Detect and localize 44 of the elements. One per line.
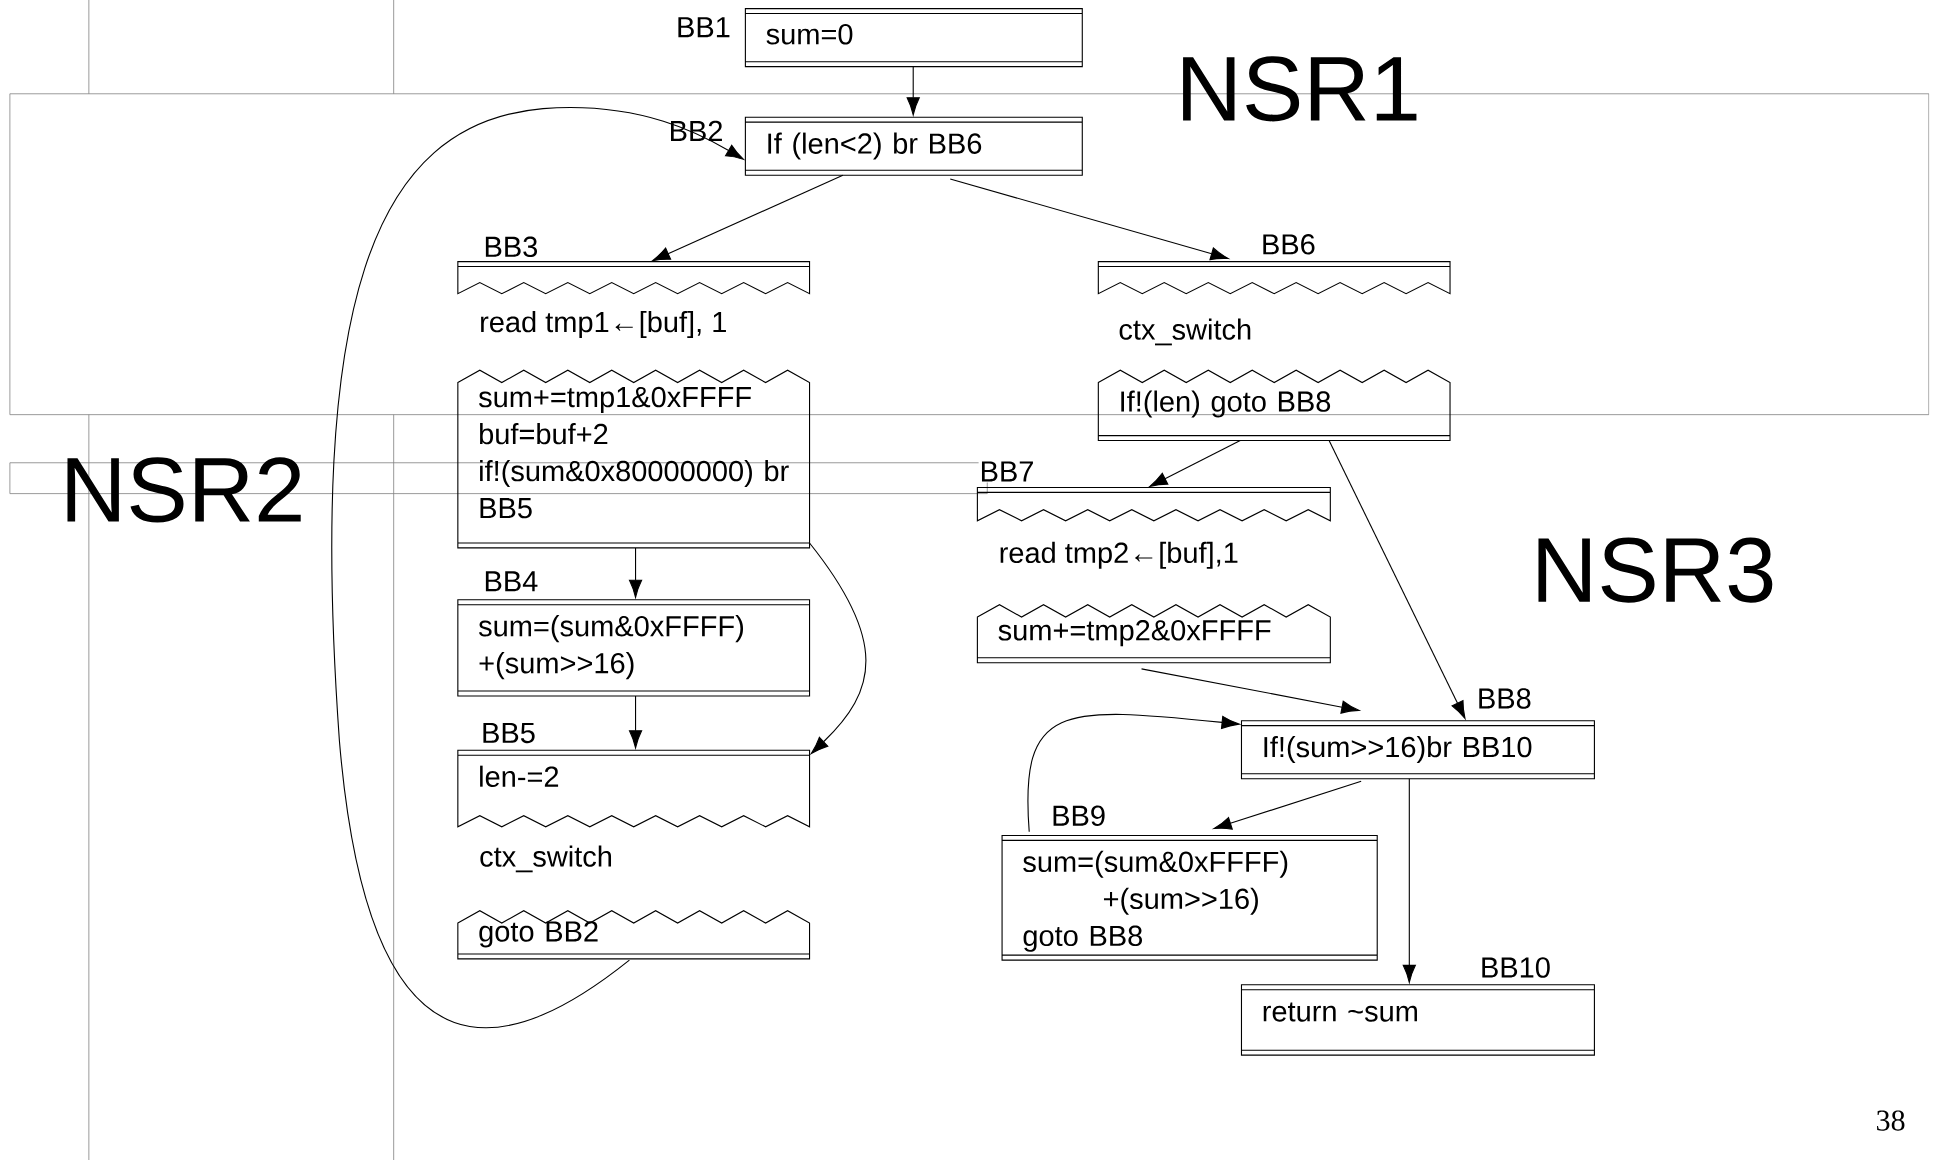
block-label: BB6 [1259,233,1317,256]
code-block-box: sum=(sum&0xFFFF) +(sum>>16) goto BB8 [1001,834,1378,961]
arrow [1402,778,1416,983]
code-block-box: If!(sum>>16)br BB10 [1240,720,1595,780]
code-block-box: len-=2 [457,749,811,828]
code-block-box: If (len<2) br BB6 [744,116,1083,176]
arrow [809,542,867,755]
region-label: NSR2 [67,457,301,523]
arrow [949,178,1229,261]
block-label: BB1 [675,16,732,39]
block-label: BB5 [480,721,537,745]
arrow [1328,440,1466,720]
arrow [628,547,643,598]
arrow [652,174,844,262]
arrow [1149,440,1241,487]
block-label: BB3 [482,235,540,259]
arrow [1213,780,1362,830]
block-label: BB9 [1050,804,1107,827]
page-number: 38 [1877,1110,1905,1131]
code-block-box: sum+=tmp2&0xFFFF [976,604,1331,664]
code-block-box: sum+=tmp1&0xFFFF buf=buf+2 if!(sum&0x80000000) br BB5 [457,369,811,549]
code-text: read tmp1←[buf], 1 [481,311,726,339]
arrow [331,107,744,1029]
block-fragment-box [976,486,1331,522]
code-block-box: sum=(sum&0xFFFF) +(sum>>16) [457,599,811,697]
code-block-box: return ~sum [1240,984,1595,1056]
arrow [1140,668,1360,714]
block-label: BB8 [1475,687,1533,710]
code-block-box: sum=0 [744,8,1083,68]
arrow [628,695,643,749]
code-text: read tmp2←[buf],1 [1000,541,1238,569]
block-fragment-box [1097,261,1451,295]
arrow [1027,713,1240,833]
code-block-box: goto BB2 [457,910,811,960]
region-label: NSR1 [1183,56,1417,122]
code-text: ctx_switch [480,845,611,873]
region-label: NSR3 [1538,537,1773,603]
code-text: ctx_switch [1119,318,1251,346]
block-label: BB4 [482,570,540,593]
block-fragment-box [457,261,811,295]
block-label: BB10 [1478,956,1552,979]
code-block-box: If!(len) goto BB8 [1097,369,1451,442]
arrow [906,66,920,116]
block-label: BB7 [978,460,1036,483]
